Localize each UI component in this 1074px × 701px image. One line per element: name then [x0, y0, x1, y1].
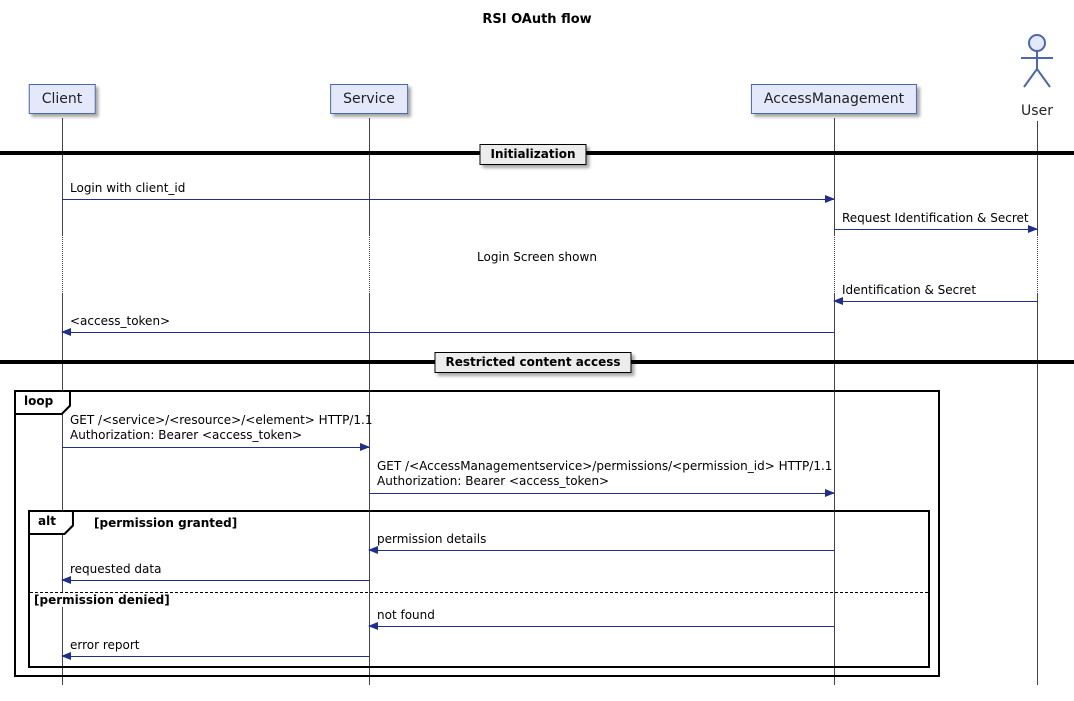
message-identification-secret-arrow — [833, 297, 1037, 305]
alt-denied-condition: [permission denied] — [31, 593, 173, 607]
loop-frame: loop — [14, 390, 940, 677]
message-get-permission: GET /<AccessManagementservice>/permissio… — [369, 459, 835, 497]
message-access-token-arrow — [61, 328, 834, 336]
message-login-arrow — [62, 195, 835, 203]
message-login: Login with client_id — [62, 181, 835, 203]
message-get-resource: GET /<service>/<resource>/<element> HTTP… — [62, 413, 373, 451]
message-get-resource-label: GET /<service>/<resource>/<element> HTTP… — [70, 413, 373, 443]
message-permission-details: permission details — [368, 532, 834, 554]
message-access-token: <access_token> — [61, 314, 834, 336]
message-request-identification-arrow — [834, 225, 1038, 233]
message-not-found-label: not found — [377, 608, 435, 622]
message-request-identification: Request Identification & Secret — [834, 211, 1038, 233]
loop-frame-tag: loop — [14, 390, 71, 415]
message-permission-details-arrow — [368, 546, 834, 554]
alt-frame: alt [permission granted] [permission den… — [28, 510, 930, 668]
lifeline-dotted-user — [1037, 234, 1038, 294]
alt-separator — [30, 592, 928, 593]
alt-granted-condition: [permission granted] — [94, 516, 238, 530]
message-get-permission-label: GET /<AccessManagementservice>/permissio… — [377, 459, 832, 489]
message-identification-secret-label: Identification & Secret — [842, 283, 977, 297]
message-requested-data: requested data — [61, 562, 369, 584]
message-permission-details-label: permission details — [377, 532, 487, 546]
message-requested-data-arrow — [61, 576, 369, 584]
message-error-report: error report — [61, 638, 369, 660]
message-get-resource-line1: GET /<service>/<resource>/<element> HTTP… — [70, 413, 373, 427]
participant-client: Client — [28, 84, 96, 114]
actor-user-label: User — [1021, 103, 1053, 119]
divider-initialization-label: Initialization — [479, 144, 587, 165]
lifeline-dotted-service — [369, 234, 370, 294]
lifeline-access-management — [834, 118, 835, 685]
message-identification-secret: Identification & Secret — [833, 283, 1037, 305]
diagram-title: RSI OAuth flow — [482, 12, 592, 27]
message-error-report-label: error report — [70, 638, 140, 652]
delay-note: Login Screen shown — [477, 250, 597, 264]
message-request-identification-label: Request Identification & Secret — [842, 211, 1029, 225]
divider-restricted-label: Restricted content access — [434, 352, 632, 373]
message-get-permission-line2: Authorization: Bearer <access_token> — [377, 474, 610, 488]
alt-frame-tag: alt — [28, 510, 74, 535]
lifeline-dotted-access-management — [834, 234, 835, 294]
message-get-resource-arrow — [62, 443, 370, 451]
lifeline-dotted-client — [62, 234, 63, 294]
message-error-report-arrow — [61, 652, 369, 660]
actor-user-icon — [1021, 34, 1053, 88]
message-not-found: not found — [368, 608, 834, 630]
message-access-token-label: <access_token> — [70, 314, 171, 328]
message-get-permission-line1: GET /<AccessManagementservice>/permissio… — [377, 459, 833, 473]
message-not-found-arrow — [368, 622, 834, 630]
participant-client-label: Client — [41, 91, 83, 107]
participant-service: Service — [330, 84, 408, 114]
message-requested-data-label: requested data — [70, 562, 162, 576]
participant-access-management-label: AccessManagement — [763, 91, 905, 107]
loop-frame-keyword: loop — [16, 392, 69, 413]
participant-access-management: AccessManagement — [750, 84, 918, 114]
message-login-label: Login with client_id — [70, 181, 186, 195]
lifeline-user — [1037, 121, 1038, 685]
message-get-permission-arrow — [369, 489, 835, 497]
message-get-resource-line2: Authorization: Bearer <access_token> — [70, 428, 303, 442]
participant-service-label: Service — [343, 91, 395, 107]
lifeline-service — [369, 118, 370, 685]
alt-frame-keyword: alt — [30, 512, 72, 533]
